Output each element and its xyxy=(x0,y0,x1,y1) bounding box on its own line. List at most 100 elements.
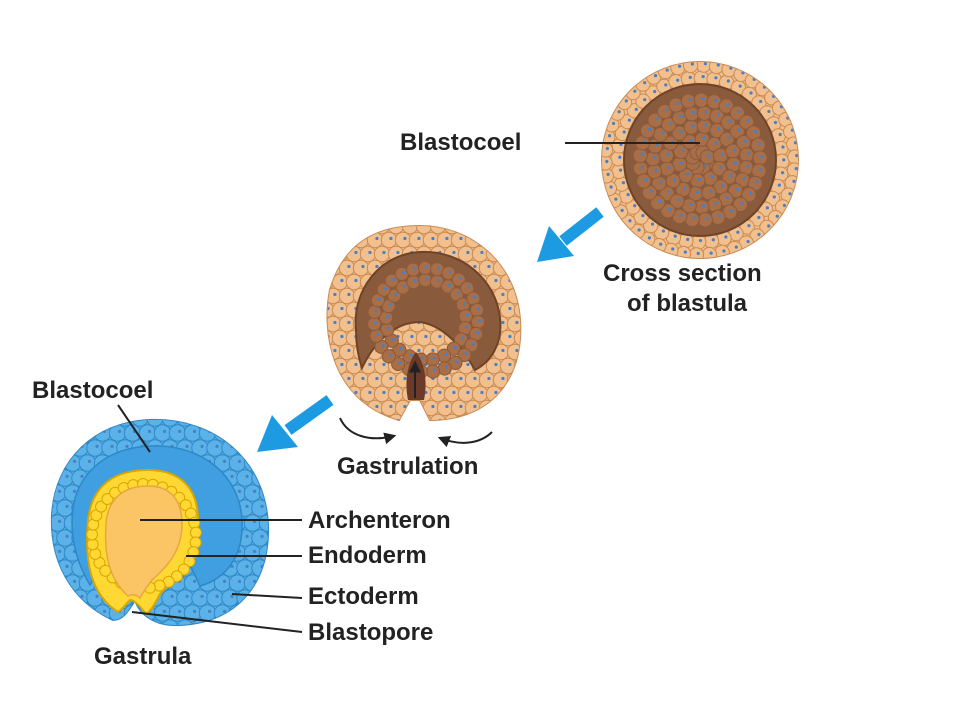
cell-nucleus xyxy=(65,415,68,418)
cell-nucleus xyxy=(709,251,713,255)
cell-nucleus xyxy=(413,279,417,283)
cell-nucleus xyxy=(679,213,684,217)
cell-nucleus xyxy=(444,352,448,356)
cell-nucleus xyxy=(718,214,722,218)
cell-nucleus xyxy=(480,418,484,420)
cell-nucleus xyxy=(753,129,757,134)
cell xyxy=(86,538,99,551)
cell-nucleus xyxy=(792,179,796,183)
cell-nucleus xyxy=(522,279,525,282)
cell xyxy=(331,226,349,235)
cell-nucleus xyxy=(707,153,711,158)
blastopore-leader xyxy=(131,611,303,633)
cell-nucleus xyxy=(110,415,113,418)
cell xyxy=(732,196,748,213)
cell-nucleus xyxy=(681,148,685,152)
cell xyxy=(251,529,269,547)
cell-nucleus xyxy=(501,292,505,297)
cell-nucleus xyxy=(333,320,337,325)
cell-nucleus xyxy=(333,376,337,381)
cell-nucleus xyxy=(711,238,715,242)
cell-nucleus xyxy=(464,352,468,356)
cell-nucleus xyxy=(702,203,706,208)
cell-nucleus xyxy=(746,164,750,168)
cell-nucleus xyxy=(678,64,682,68)
cell-nucleus xyxy=(417,348,421,353)
cell xyxy=(176,619,194,625)
cell xyxy=(51,439,59,457)
cell xyxy=(338,399,356,417)
cell-nucleus xyxy=(614,197,618,201)
cell xyxy=(352,399,370,417)
cell xyxy=(153,604,172,622)
cell-nucleus xyxy=(480,250,484,255)
cell xyxy=(366,231,384,249)
cell xyxy=(437,361,452,376)
cell-nucleus xyxy=(327,390,330,395)
cell-nucleus xyxy=(634,107,638,111)
cell xyxy=(639,123,656,139)
cell-nucleus xyxy=(714,141,718,145)
cell-nucleus xyxy=(703,62,707,66)
cell-nucleus xyxy=(746,151,751,156)
cell xyxy=(71,619,89,625)
cell-nucleus xyxy=(57,519,62,523)
cell xyxy=(56,499,74,517)
cell-nucleus xyxy=(245,415,248,418)
cell-nucleus xyxy=(177,609,182,613)
cell-nucleus xyxy=(374,321,378,325)
cell xyxy=(168,424,187,442)
cell xyxy=(153,579,166,592)
cell-nucleus xyxy=(207,609,212,613)
cell-nucleus xyxy=(396,250,400,255)
cell xyxy=(236,619,254,625)
cell-nucleus xyxy=(737,109,741,114)
cell-nucleus xyxy=(461,336,465,340)
cell-nucleus xyxy=(162,429,167,433)
cell-nucleus xyxy=(375,264,379,269)
cell-nucleus xyxy=(621,181,626,185)
cell xyxy=(376,282,391,297)
cell xyxy=(327,245,335,263)
cell xyxy=(602,155,613,171)
cell xyxy=(659,185,675,202)
cell xyxy=(693,92,709,108)
cell xyxy=(56,439,74,457)
cell-nucleus xyxy=(607,134,612,138)
cell xyxy=(101,493,114,506)
cell xyxy=(380,399,398,417)
cell-nucleus xyxy=(501,348,505,353)
cell-nucleus xyxy=(676,78,680,82)
cell xyxy=(446,341,461,356)
cell-nucleus xyxy=(215,594,219,598)
cell xyxy=(485,413,503,420)
cell xyxy=(366,371,384,389)
cell-nucleus xyxy=(759,167,763,172)
cell-nucleus xyxy=(396,226,400,227)
cell xyxy=(153,424,172,442)
cell-nucleus xyxy=(354,226,358,227)
cell xyxy=(359,413,377,420)
cell xyxy=(161,619,179,625)
cell-nucleus xyxy=(668,207,672,211)
cell xyxy=(327,226,335,235)
cell-nucleus xyxy=(368,362,372,367)
cell xyxy=(443,226,461,235)
cell-nucleus xyxy=(734,245,738,249)
cell-nucleus xyxy=(455,360,459,364)
cell xyxy=(380,231,398,249)
cell-nucleus xyxy=(110,444,114,448)
cell-nucleus xyxy=(368,418,372,420)
cell xyxy=(738,114,755,130)
cell xyxy=(457,226,475,235)
cell-nucleus xyxy=(437,278,441,282)
cell xyxy=(422,231,440,249)
cell-nucleus xyxy=(425,277,429,281)
cell-nucleus xyxy=(692,216,696,220)
cell-nucleus xyxy=(444,365,448,369)
cell-nucleus xyxy=(375,236,379,241)
cell-nucleus xyxy=(433,368,437,372)
cell-nucleus xyxy=(726,79,730,83)
cell xyxy=(56,559,74,577)
cell-nucleus xyxy=(702,136,706,140)
